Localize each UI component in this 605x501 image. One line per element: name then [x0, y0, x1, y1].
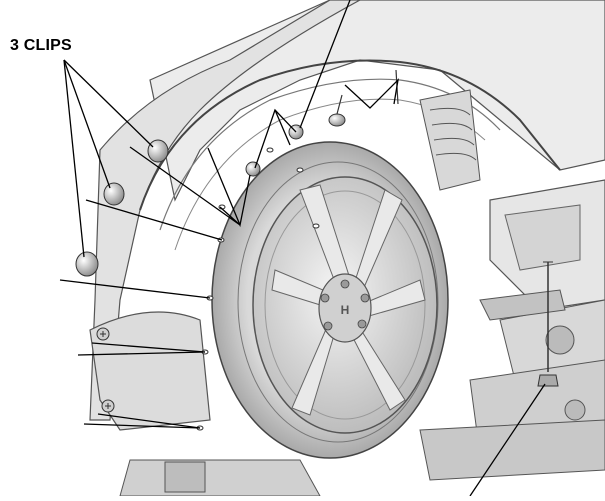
suspension — [419, 89, 605, 481]
lug-nuts — [320, 279, 370, 331]
body-panel — [89, 0, 605, 497]
leader-lines — [59, 0, 546, 497]
screw-parts — [96, 327, 115, 413]
fastener-icon — [245, 161, 261, 177]
bolt-icon — [537, 374, 559, 387]
fastener-icon — [328, 113, 346, 127]
lower-bolt — [537, 261, 559, 387]
clip-icon — [75, 251, 99, 277]
emblem-icon: H — [341, 303, 350, 317]
clip-parts — [75, 139, 169, 277]
clip-icon — [103, 182, 125, 206]
spare-tire: H — [211, 141, 449, 459]
clips-callout-label: 3 CLIPS — [10, 37, 72, 54]
wheel-spokes — [271, 184, 426, 416]
clip-icon — [147, 139, 169, 163]
